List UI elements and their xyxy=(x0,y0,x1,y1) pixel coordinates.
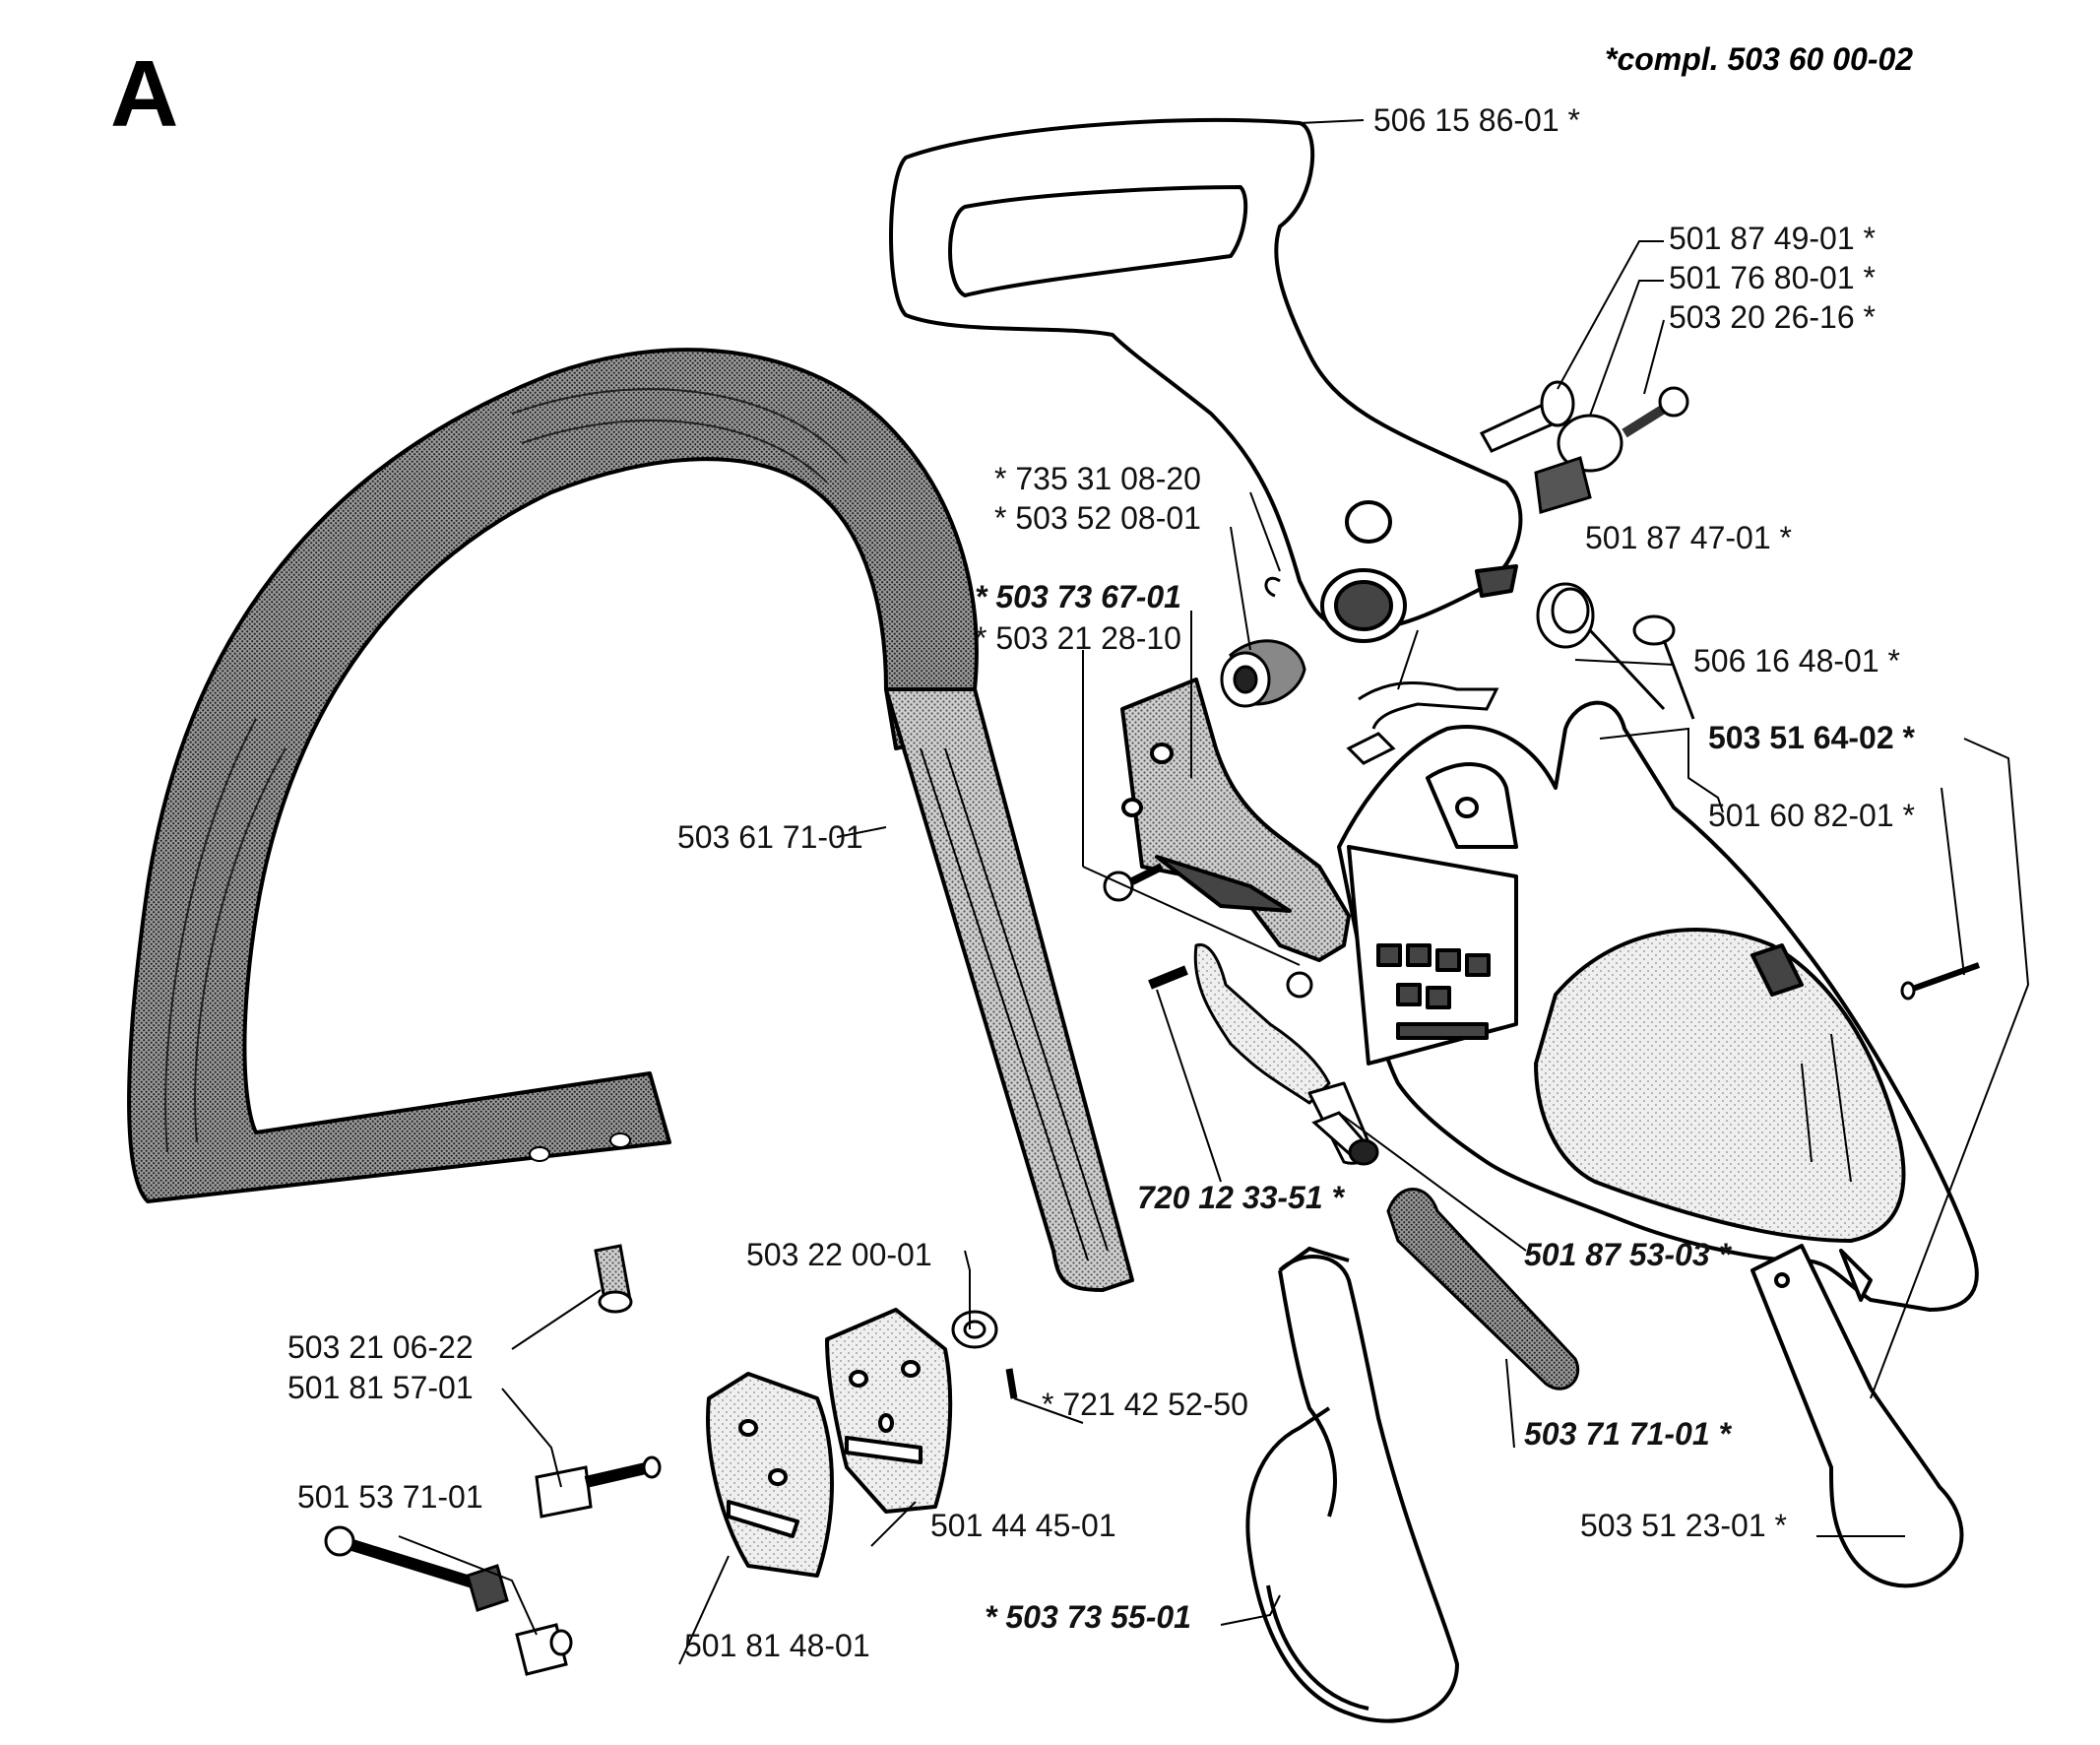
spring-clip xyxy=(1346,681,1499,765)
part-label-brake-spring: 503 71 71-01 * xyxy=(1524,1416,1731,1452)
leader-lines xyxy=(398,119,2030,1665)
handle-bushing xyxy=(1534,414,1623,514)
section-letter: A xyxy=(110,41,179,147)
part-label-lever-bracket: * 503 73 67-01 xyxy=(975,579,1181,614)
assembly-note: *compl. 503 60 00-02 xyxy=(1605,41,1914,77)
part-label-brake-cover: 503 51 64-02 * xyxy=(1708,720,1915,755)
part-label-brake-band: * 503 73 55-01 xyxy=(985,1599,1191,1635)
guide-stud xyxy=(535,1455,662,1519)
front-handle-bar xyxy=(127,348,1134,1292)
part-label-torsion-spring: 506 16 48-01 * xyxy=(1693,643,1900,679)
brake-band xyxy=(1245,1246,1460,1723)
chain-brake-cover xyxy=(1337,700,1979,1312)
lever-bracket xyxy=(1120,678,1351,962)
handle-bolt xyxy=(1479,380,1575,453)
torsion-spring xyxy=(1536,582,1695,720)
part-label-knob: * 503 52 08-01 xyxy=(994,500,1201,536)
part-label-spring-clip: 501 87 47-01 * xyxy=(1585,520,1792,555)
part-label-tensioner-pin: * 721 42 52-50 xyxy=(1042,1387,1248,1422)
part-label-cover-inner: 501 60 82-01 * xyxy=(1708,798,1915,833)
part-label-screw-2: * 503 21 28-10 xyxy=(975,620,1181,656)
part-label-bar-plate: 501 44 45-01 xyxy=(930,1508,1116,1543)
bar-plate xyxy=(825,1308,953,1514)
part-label-handle-top: 506 15 86-01 * xyxy=(1373,102,1580,138)
part-label-guide-stud: 501 81 57-01 xyxy=(287,1370,474,1405)
rivet-pin xyxy=(1900,962,1981,1001)
part-label-front-handle: 503 61 71-01 xyxy=(677,819,863,855)
handle-fixing-screw xyxy=(594,1244,633,1314)
brake-handle-lever xyxy=(889,117,1523,643)
brake-plate xyxy=(1750,1244,1964,1588)
tensioner-pin xyxy=(1005,1368,1018,1399)
part-label-bushing: 501 76 80-01 * xyxy=(1669,260,1876,295)
bar-nut xyxy=(951,1310,998,1349)
side-plate xyxy=(706,1372,834,1578)
part-label-nut: 503 22 00-01 xyxy=(746,1237,932,1272)
tensioner-screw xyxy=(324,1525,573,1676)
actuator-rod xyxy=(1311,1111,1379,1166)
control-knob xyxy=(1220,639,1306,708)
part-label-handle-screw: 503 21 06-22 xyxy=(287,1329,474,1365)
handle-screw-small xyxy=(1622,386,1689,438)
part-label-brake-plate: 503 51 23-01 * xyxy=(1580,1508,1787,1543)
bracket-screw xyxy=(1103,863,1164,902)
circlip xyxy=(1264,576,1281,598)
brake-spring xyxy=(1386,1188,1580,1390)
part-label-tensioner-screw: 501 53 71-01 xyxy=(297,1479,483,1515)
part-label-rod: 501 87 53-03 * xyxy=(1524,1237,1731,1272)
part-label-pin: 720 12 33-51 * xyxy=(1137,1180,1344,1215)
part-label-screw: 503 20 26-16 * xyxy=(1669,299,1876,335)
part-label-side-plate: 501 81 48-01 xyxy=(684,1628,870,1663)
part-label-bolt: 501 87 49-01 * xyxy=(1669,221,1876,256)
part-label-circlip: * 735 31 08-20 xyxy=(994,461,1201,496)
pivot-pin xyxy=(1148,965,1188,990)
